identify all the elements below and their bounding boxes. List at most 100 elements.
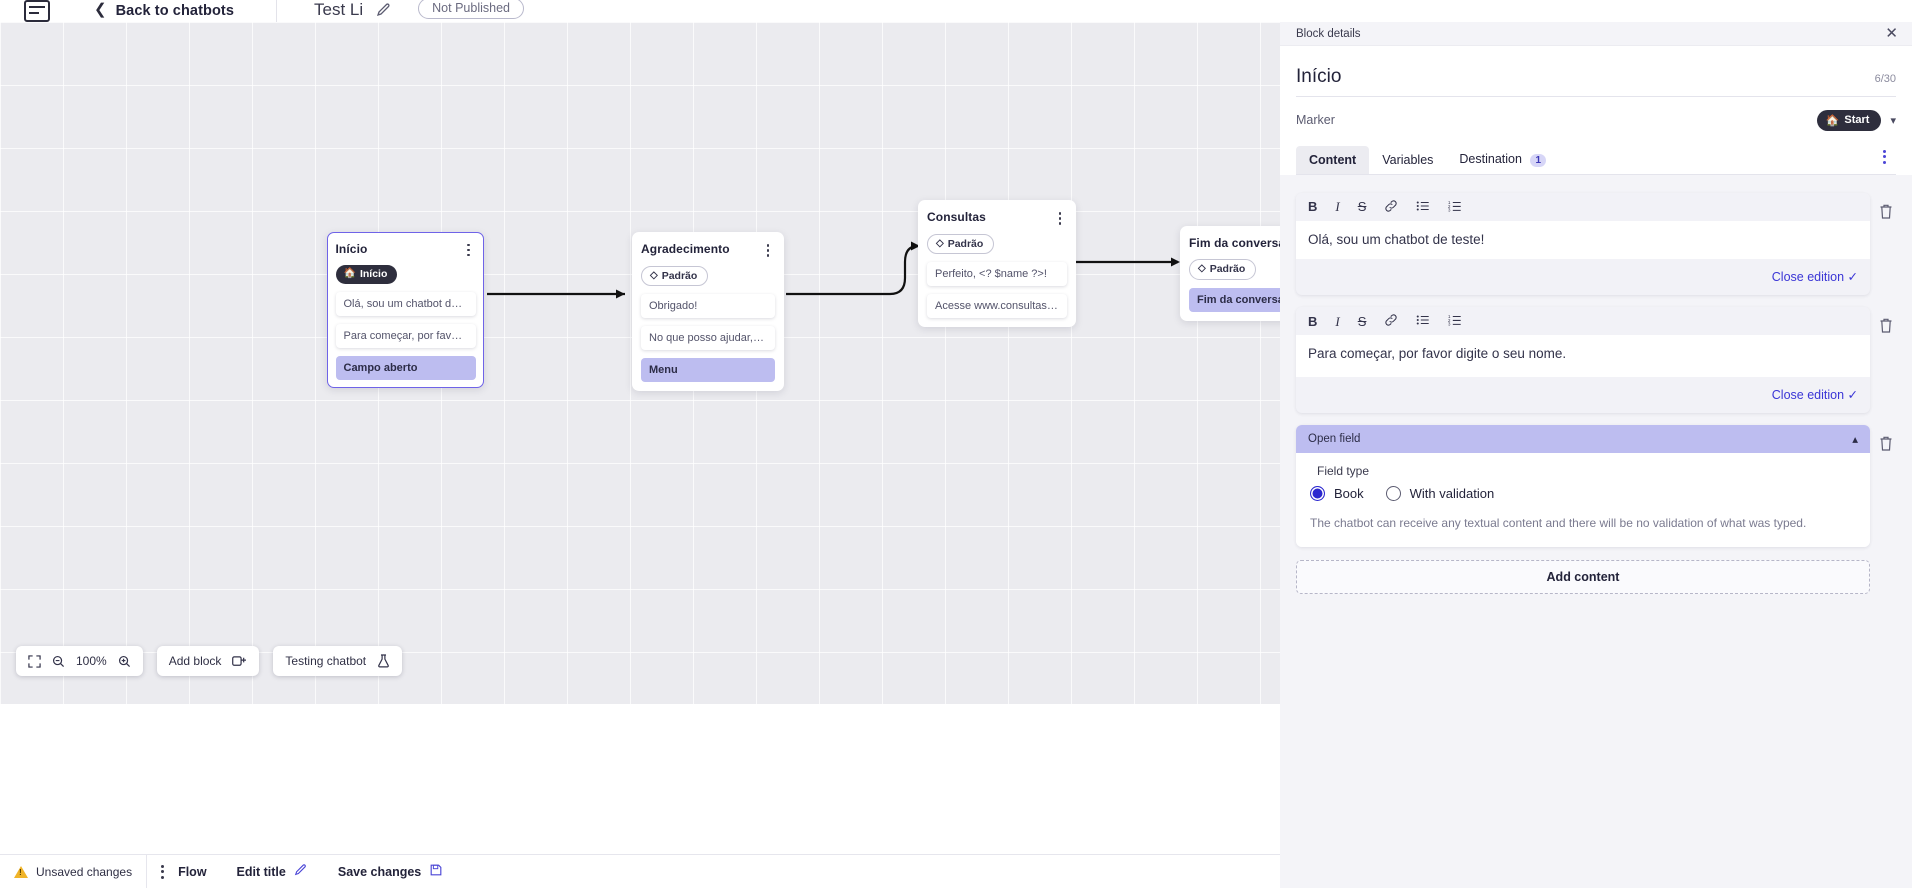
flow-canvas[interactable]: Início 🏠 Início Olá, sou um chatbot de t… [0, 22, 1280, 704]
radio-with-validation[interactable]: With validation [1385, 486, 1495, 502]
radio-indicator [1310, 486, 1325, 502]
node-menu-icon[interactable] [1053, 210, 1067, 225]
trash-icon[interactable] [1878, 425, 1896, 457]
node-tag: ◇ Padrão [1189, 259, 1257, 280]
tab-destination[interactable]: Destination 1 [1446, 145, 1559, 174]
pencil-icon [294, 863, 308, 880]
tag-icon: ◇ [936, 237, 944, 249]
flow-node-agradecimento[interactable]: Agradecimento ◇ Padrão Obrigado! No que … [632, 232, 784, 392]
warning-icon [14, 865, 28, 878]
flow-node-inicio[interactable]: Início 🏠 Início Olá, sou um chatbot de t… [327, 232, 484, 389]
svg-text:3: 3 [1448, 322, 1451, 327]
block-details-panel: General information Builder Channels Blo… [1280, 0, 1912, 888]
node-message[interactable]: Acesse www.consultas.com par... [927, 294, 1067, 319]
svg-text:2: 2 [1448, 318, 1451, 323]
panel-body: Início 6/30 Marker 🏠 Start ▾ Content Var… [1280, 46, 1912, 175]
strikethrough-icon[interactable]: S [1357, 313, 1367, 329]
marker-value-pill[interactable]: 🏠 Start [1816, 110, 1882, 131]
radio-label: With validation [1409, 486, 1495, 502]
node-title: Fim da conversa [1189, 236, 1280, 250]
trash-icon[interactable] [1878, 193, 1896, 225]
zoom-out-icon[interactable] [52, 655, 65, 668]
italic-icon[interactable]: I [1335, 199, 1340, 214]
flask-icon [377, 654, 390, 668]
app-logo[interactable] [24, 0, 50, 22]
canvas-toolbar: 100% Add block Testing chatbot [16, 646, 403, 676]
bullet-list-icon[interactable] [1416, 313, 1430, 329]
node-message[interactable]: Perfeito, <? $name ?>! [927, 262, 1067, 287]
node-menu-icon[interactable] [462, 242, 476, 257]
marker-value-label: Start [1844, 114, 1870, 126]
close-icon[interactable]: ✕ [1885, 25, 1898, 42]
flow-node-fim-da-conversa[interactable]: Fim da conversa ◇ Padrão Fim da conversa [1180, 226, 1280, 321]
kebab-menu-icon[interactable] [1873, 149, 1896, 174]
marker-label: Marker [1296, 113, 1335, 128]
status-menu-icon[interactable] [161, 864, 165, 879]
divider [146, 854, 148, 888]
back-chevron-icon[interactable]: ❮ [94, 1, 107, 18]
bullet-list-icon[interactable] [1416, 199, 1430, 215]
status-item-flow[interactable]: Flow [178, 865, 206, 879]
radio-indicator [1385, 486, 1401, 502]
zoom-in-icon[interactable] [118, 655, 131, 668]
status-item-save-changes[interactable]: Save changes [338, 863, 443, 880]
strikethrough-icon[interactable]: S [1357, 199, 1367, 214]
back-to-chatbots-link[interactable]: Back to chatbots [115, 3, 235, 19]
field-type-label: Field type [1317, 464, 1370, 479]
node-title: Início [335, 241, 368, 256]
zoom-controls[interactable]: 100% [16, 646, 143, 676]
node-message[interactable]: Para começar, por favor digite o ... [335, 323, 476, 348]
open-field-header[interactable]: Open field ▴ [1296, 425, 1870, 454]
unsaved-changes-label: Unsaved changes [36, 864, 133, 879]
status-bar: Unsaved changes Flow Edit title Save cha… [0, 854, 1280, 888]
pencil-icon[interactable] [376, 2, 392, 18]
link-icon[interactable] [1384, 313, 1398, 329]
home-icon: 🏠 [1825, 114, 1840, 127]
status-item-edit-title[interactable]: Edit title [237, 863, 308, 880]
flow-node-consultas[interactable]: Consultas ◇ Padrão Perfeito, <? $name ?>… [918, 200, 1076, 328]
chevron-up-icon[interactable]: ▴ [1852, 434, 1858, 447]
editor-text[interactable]: Olá, sou um chatbot de teste! [1296, 220, 1870, 260]
chatbot-title: Test Li [314, 0, 364, 19]
marker-row: Marker 🏠 Start ▾ [1296, 97, 1896, 145]
radio-book[interactable]: Book [1310, 486, 1364, 502]
node-title: Consultas [927, 210, 986, 224]
node-message[interactable]: Olá, sou um chatbot de teste! [335, 291, 476, 316]
field-type-radio-group: Book With validation [1310, 486, 1856, 502]
node-title: Agradecimento [641, 242, 730, 256]
link-icon[interactable] [1384, 199, 1398, 215]
add-content-button[interactable]: Add content [1296, 560, 1870, 595]
bold-icon[interactable]: B [1308, 313, 1318, 329]
close-edition-button[interactable]: Close edition ✓ [1771, 270, 1858, 285]
open-field-title: Open field [1308, 433, 1361, 446]
chevron-down-icon[interactable]: ▾ [1890, 114, 1896, 127]
fit-screen-icon[interactable] [28, 654, 41, 668]
testing-chatbot-button[interactable]: Testing chatbot [273, 646, 403, 676]
add-block-button[interactable]: Add block [156, 646, 260, 676]
italic-icon[interactable]: I [1335, 313, 1340, 329]
node-message-highlighted[interactable]: Fim da conversa [1189, 287, 1280, 312]
node-message-highlighted[interactable]: Campo aberto [335, 355, 476, 380]
status-item-label: Edit title [236, 864, 286, 879]
radio-label: Book [1334, 486, 1364, 502]
trash-icon[interactable] [1878, 307, 1896, 339]
tab-content[interactable]: Content [1296, 145, 1370, 174]
tab-variables-label: Variables [1382, 152, 1434, 167]
flow-edges [487, 241, 1180, 299]
tab-variables[interactable]: Variables [1369, 146, 1446, 174]
node-message-highlighted[interactable]: Menu [641, 358, 775, 383]
node-menu-icon[interactable] [761, 242, 775, 257]
tag-icon: ◇ [1198, 263, 1206, 274]
node-message[interactable]: Obrigado! [641, 294, 775, 319]
close-edition-button[interactable]: Close edition ✓ [1771, 388, 1858, 403]
node-message[interactable]: No que posso ajudar, <? $name ... [641, 326, 775, 351]
panel-header: Block details ✕ [1280, 22, 1912, 46]
bold-icon[interactable]: B [1308, 199, 1318, 214]
editor-text[interactable]: Para começar, por favor digite o seu nom… [1296, 335, 1870, 378]
